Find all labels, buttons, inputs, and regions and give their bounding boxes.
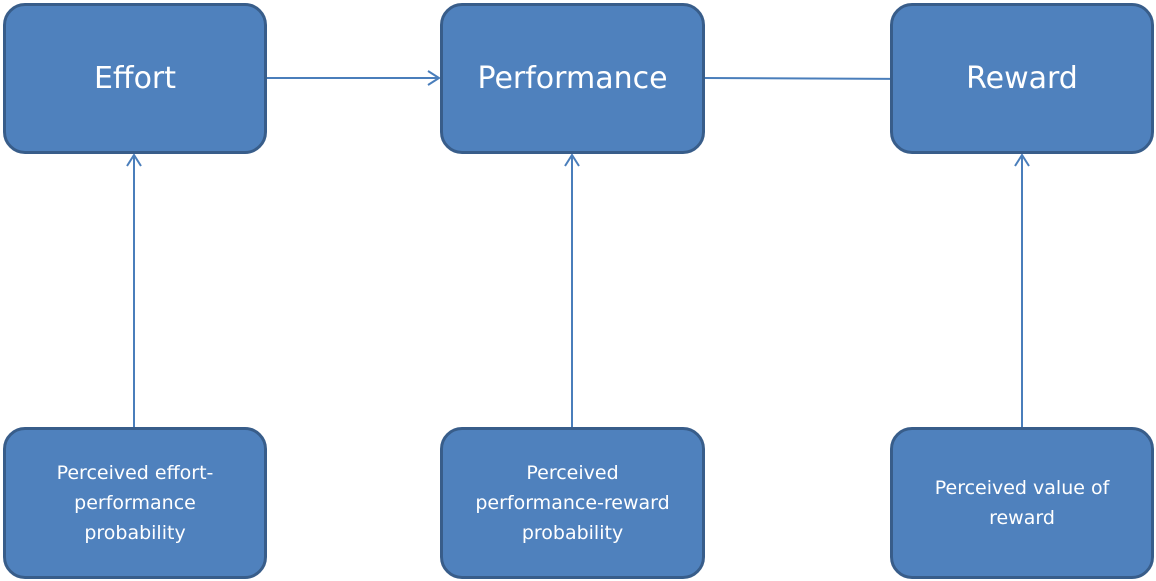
performance-box: Performance [440,3,705,154]
effort-box: Effort [3,3,267,154]
effort-performance-probability-label: Perceived effort-performance probability [56,462,214,544]
effort-performance-probability-box: Perceived effort-performance probability [3,427,267,579]
performance-reward-probability-box: Perceived performance-reward probability [440,427,705,579]
reward-label: Reward [966,61,1078,96]
performance-label: Performance [477,61,668,96]
value-of-reward-box: Perceived value of reward [890,427,1154,579]
reward-box: Reward [890,3,1154,154]
performance-reward-probability-label: Perceived performance-reward probability [475,462,670,544]
effort-label: Effort [93,61,177,96]
arrow-performance-to-reward [704,77,915,80]
value-of-reward-label: Perceived value of reward [934,477,1110,529]
